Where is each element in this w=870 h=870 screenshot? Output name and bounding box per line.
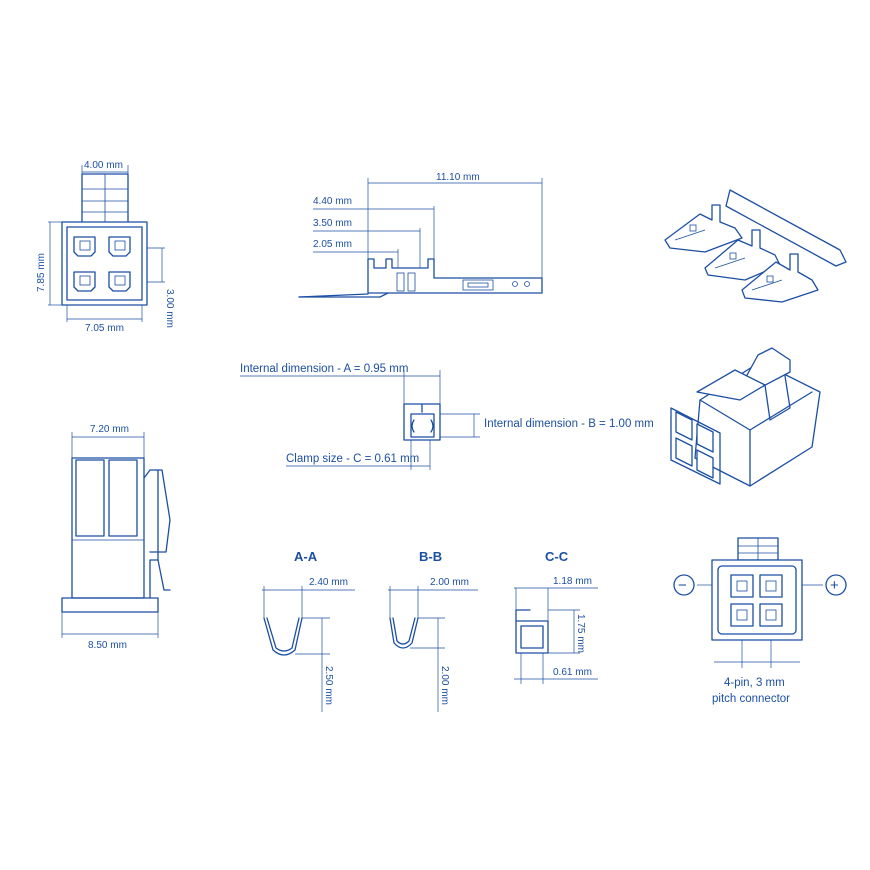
- section-aa-width-label: 2.40 mm: [309, 577, 348, 588]
- front-view: 4.00 mm 7.85 mm 3.00 mm 7.05 mm: [36, 160, 175, 334]
- section-bb-title: B-B: [419, 549, 442, 564]
- front-top-width-label: 4.00 mm: [84, 160, 123, 171]
- front-width-label: 7.05 mm: [85, 323, 124, 334]
- section-cc: C-C 1.18 mm 1.75 mm 0.61 mm: [514, 549, 598, 684]
- clamp-c-label: Clamp size - C = 0.61 mm: [286, 453, 419, 465]
- section-bb-height-label: 2.00 mm: [439, 666, 450, 705]
- plus-symbol: +: [830, 577, 839, 594]
- section-aa-height-label: 2.50 mm: [323, 666, 334, 705]
- minus-symbol: −: [678, 577, 687, 594]
- terminal-dim-3-label: 2.05 mm: [313, 239, 352, 250]
- side-top-width-label: 7.20 mm: [90, 424, 129, 435]
- terminal-dim-1-label: 4.40 mm: [313, 196, 352, 207]
- front-pitch-label: 3.00 mm: [164, 289, 175, 328]
- pinout-diagram: − + 4-pin, 3 mm pitch connector: [673, 537, 847, 705]
- terminal-dim-2-label: 3.50 mm: [313, 218, 352, 229]
- internal-a-label: Internal dimension - A = 0.95 mm: [240, 363, 408, 375]
- section-bb-width-label: 2.00 mm: [430, 577, 469, 588]
- terminal-strip-3d: [664, 189, 847, 303]
- side-base-width-label: 8.50 mm: [88, 640, 127, 651]
- plus-terminal-icon: [825, 574, 847, 596]
- section-aa: A-A 2.40 mm 2.50 mm: [262, 549, 355, 712]
- minus-terminal-icon: [673, 574, 695, 596]
- crimp-detail: Internal dimension - A = 0.95 mm Interna…: [240, 363, 654, 470]
- terminal-length-label: 11.10 mm: [436, 172, 480, 183]
- section-cc-bottom-label: 0.61 mm: [553, 667, 592, 678]
- housing-3d: [670, 347, 821, 487]
- section-bb: B-B 2.00 mm 2.00 mm: [388, 549, 478, 712]
- section-cc-title: C-C: [545, 549, 569, 564]
- section-cc-top-label: 1.18 mm: [553, 576, 592, 587]
- pinout-caption-line1: 4-pin, 3 mm: [724, 677, 785, 689]
- terminal-side-view: 11.10 mm 4.40 mm 3.50 mm 2.05 mm: [298, 172, 543, 298]
- side-view: 7.20 mm 8.50 mm: [61, 424, 171, 651]
- pinout-caption-line2: pitch connector: [712, 693, 790, 705]
- front-height-label: 7.85 mm: [36, 253, 47, 292]
- section-aa-title: A-A: [294, 549, 318, 564]
- section-cc-height-label: 1.75 mm: [575, 614, 586, 653]
- internal-b-label: Internal dimension - B = 1.00 mm: [484, 418, 654, 430]
